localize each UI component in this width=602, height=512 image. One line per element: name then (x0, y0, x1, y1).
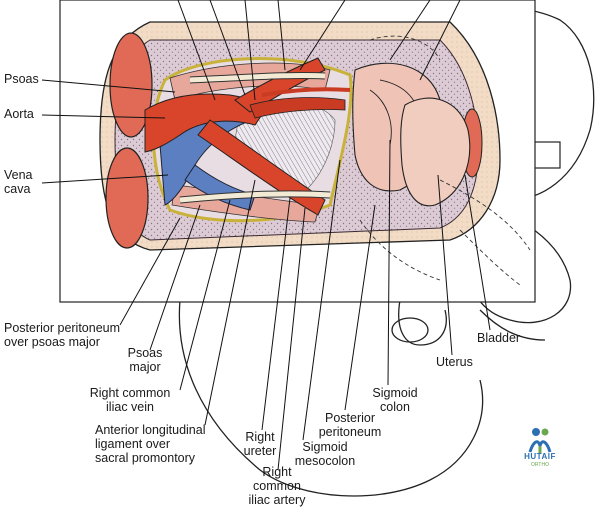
retracted-muscle-lower (105, 147, 149, 249)
label-bladder: Bladder (477, 331, 521, 345)
label-psoas: Psoas (4, 72, 39, 86)
leader-lines (41, 0, 491, 471)
label-right-ureter: Right ureter (243, 430, 277, 458)
label-posterior-peritoneum-psoas: Posterior peritoneum over psoas major (4, 321, 121, 349)
label-posterior-peritoneum: Posterior peritoneum (318, 411, 382, 439)
pelvic-brim-dashed (359, 35, 531, 286)
right-ureter (179, 191, 331, 203)
retracted-muscle-upper (109, 32, 153, 138)
label-sigmoid-colon: Sigmoid colon (372, 386, 418, 414)
sigmoid-vessels (261, 87, 351, 97)
label-anterior-longitudinal-ligament: Anterior longitudinal ligament over sacr… (95, 423, 206, 465)
label-psoas-major: Psoas major (127, 346, 163, 374)
logo-sub: ORTHO (531, 462, 549, 468)
uterus (400, 97, 471, 207)
label-sigmoid-mesocolon: Sigmoid mesocolon (294, 440, 356, 468)
label-right-common-iliac-artery: Right common iliac artery (248, 465, 306, 507)
label-right-common-iliac-vein: Right common iliac vein (89, 386, 171, 414)
aorta (144, 93, 266, 153)
logo-name: HUTAIF (524, 452, 556, 461)
label-aorta: Aorta (4, 107, 34, 121)
inferior-mesenteric-artery (249, 97, 346, 119)
label-vena-cava: Vena cava (4, 168, 33, 196)
label-uterus: Uterus (436, 355, 473, 369)
left-ureter (189, 72, 326, 83)
hutaif-logo-icon (528, 428, 552, 454)
